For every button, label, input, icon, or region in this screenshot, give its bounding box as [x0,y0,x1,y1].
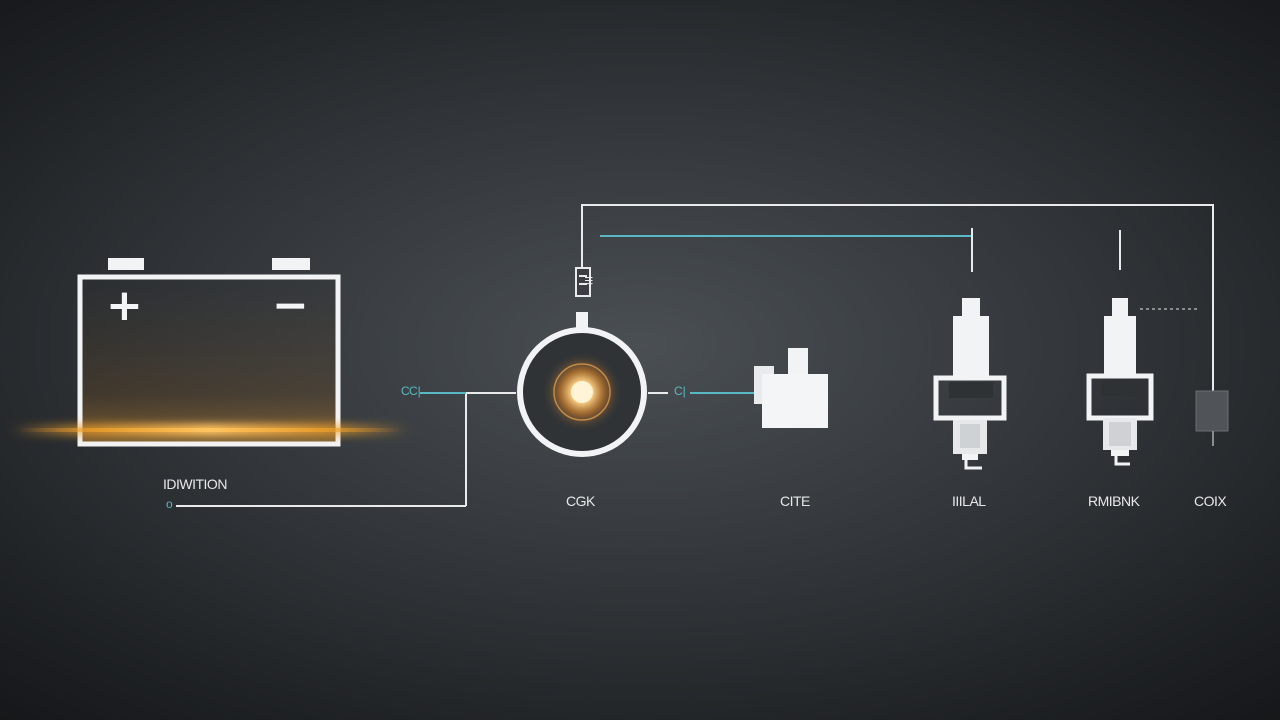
label-module: COIX [1194,493,1227,509]
top-connectors [575,228,1200,310]
battery-negative-symbol: − [272,280,309,331]
label-coil: CITE [780,493,810,509]
spark-plug-1 [933,298,1007,470]
label-distributor: CGK [566,493,595,509]
battery-terminal-negative [272,258,310,270]
distributor [517,312,647,457]
spark-plug-2 [1086,298,1154,466]
label-plug-2: RMIBNK [1088,493,1140,509]
battery [77,258,341,447]
control-module [1195,390,1229,446]
battery-terminal-positive [108,258,144,270]
pin-battery-out: C [401,384,410,398]
pin-left-feed: o [166,497,173,511]
label-battery: IDIWITION [163,476,227,492]
battery-positive-symbol: + [106,280,143,331]
pin-dist-in: C| [409,384,421,398]
label-plug-1: IIILAL [952,493,986,509]
ignition-coil [754,348,828,428]
wire-top-loop [581,204,1214,403]
battery-case [77,274,341,447]
signal-wiring [420,235,972,394]
wiring [176,204,1214,507]
battery-glow [10,424,410,436]
connector-tag: III [582,276,594,286]
pin-dist-out: C| [674,384,686,398]
